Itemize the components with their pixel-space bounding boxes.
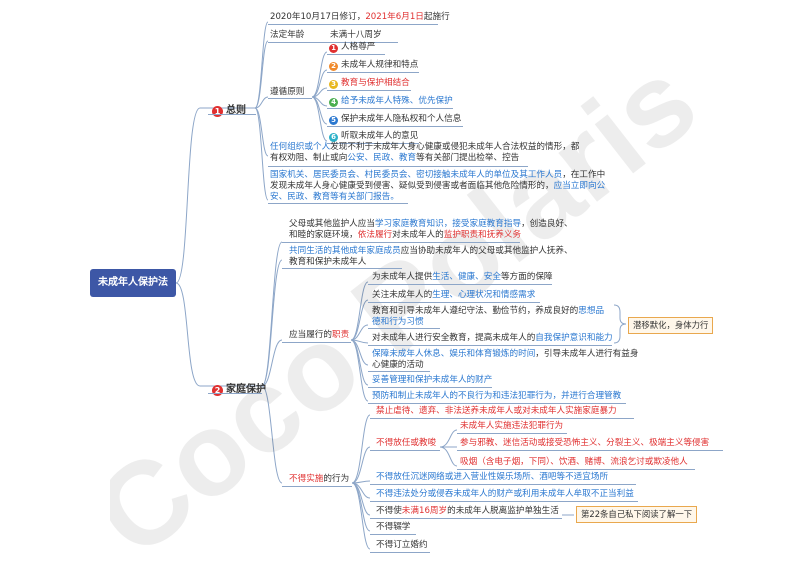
number-4-icon: 4: [329, 98, 338, 107]
duty-item-1: 为未成年人提供生活、健康、安全等方面的保障: [372, 272, 553, 282]
prohibited-label: 不得实施的行为: [289, 474, 350, 484]
guardian-duty: 父母或其他监护人应当学习家庭教育知识，接受家庭教育指导，创造良好、和睦的家庭环境…: [289, 219, 573, 240]
duty-item-3: 教育和引导未成年人遵纪守法、勤俭节约，养成良好的思想品德和行为习惯: [372, 306, 605, 327]
report-any-individual: 任何组织或个人发现不利于未成年人身心健康或侵犯未成年人合法权益的情形，都有权劝阻…: [270, 142, 580, 163]
duties-note: 潜移默化，身体力行: [628, 317, 714, 334]
legal-age: 法定年龄: [270, 30, 305, 40]
prohibited-item-1: 禁止虐待、遗弃、非法送养未成年人或对未成年人实施家庭暴力: [376, 406, 617, 416]
prohibited-item-4: 不得违法处分或侵吞未成年人的财产或利用未成年人牟取不正当利益: [376, 489, 634, 499]
number-6-icon: 6: [329, 133, 338, 142]
section2-title: 家庭保护: [226, 384, 266, 395]
legal-age-value: 未满十八周岁: [330, 30, 382, 40]
duties-label: 应当履行的职责: [289, 330, 350, 340]
prohibited-note: 第22条自己私下阅读了解一下: [576, 506, 698, 523]
prohibited-sub-1: 未成年人实施违法犯罪行为: [460, 421, 564, 431]
prohibited-item-3: 不得放任沉迷网络或进入营业性娱乐场所、酒吧等不适宜场所: [376, 472, 609, 482]
prohibited-item-2: 不得放任或教唆: [376, 438, 437, 448]
section1-title: 总则: [226, 105, 246, 116]
prohibited-sub-3: 吸烟（含电子烟，下同）、饮酒、赌博、流浪乞讨或欺凌他人: [460, 457, 688, 467]
section1-number-icon: 1: [212, 106, 223, 117]
prohibited-item-7: 不得订立婚约: [376, 540, 428, 550]
duty-item-6: 妥善管理和保护未成年人的财产: [372, 375, 493, 385]
cohabitant-duty: 共同生活的其他成年家庭成员应当协助未成年人的父母或其他监护人抚养、教育和保护未成…: [289, 246, 573, 267]
number-1-icon: 1: [329, 44, 338, 53]
prohibited-sub-2: 参与邪教、迷信活动或接受恐怖主义、分裂主义、极端主义等侵害: [460, 438, 710, 448]
number-2-icon: 2: [329, 62, 338, 71]
report-organizations: 国家机关、居民委员会、村民委员会、密切接触未成年人的单位及其工作人员，在工作中发…: [270, 170, 606, 202]
root-node[interactable]: 未成年人保护法: [90, 269, 176, 297]
prohibited-item-6: 不得辍学: [376, 522, 411, 532]
duty-item-5: 保障未成年人休息、娱乐和体育锻炼的时间，引导未成年人进行有益身心健康的活动: [372, 349, 639, 370]
number-5-icon: 5: [329, 116, 338, 125]
number-3-icon: 3: [329, 80, 338, 89]
duty-item-2: 关注未成年人的生理、心理状况和情感需求: [372, 290, 536, 300]
prohibited-item-5: 不得使未满16周岁的未成年人脱离监护单独生活: [376, 506, 559, 516]
section2-number-icon: 2: [212, 385, 223, 396]
revision-note: 2020年10月17日修订，2021年6月1日起施行: [270, 12, 450, 22]
duty-item-7: 预防和制止未成年人的不良行为和违法犯罪行为，并进行合理管教: [372, 391, 622, 401]
duty-item-4: 对未成年人进行安全教育，提高未成年人的自我保护意识和能力: [372, 333, 613, 343]
principles-label: 遵循原则: [270, 87, 305, 97]
